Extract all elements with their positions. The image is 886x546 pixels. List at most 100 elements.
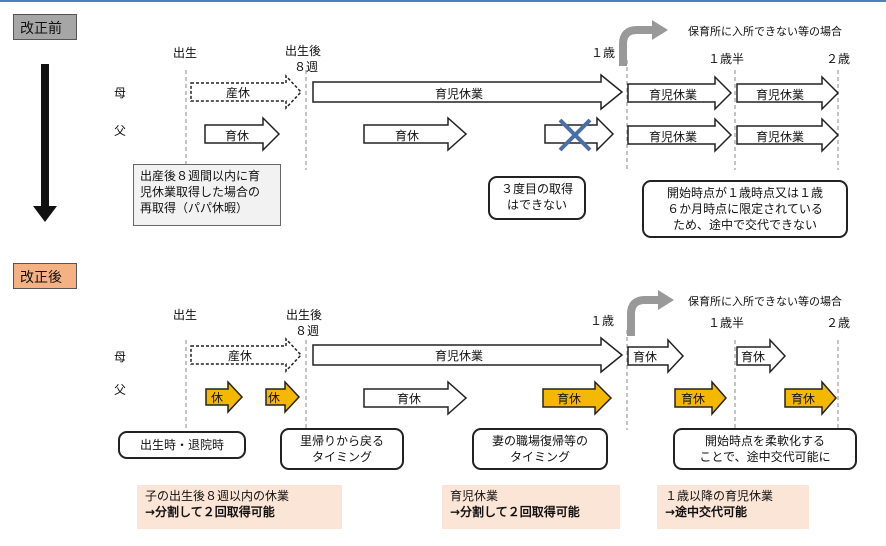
after-father-arrows — [205, 380, 837, 416]
before-birth-label: 出生 — [173, 46, 198, 60]
after-flexible-callout: 開始時点を柔軟化する ことで、途中交代可能に — [673, 428, 857, 470]
before-papa-line-1: 出産後８週間以内に育 — [140, 169, 261, 183]
after-after-birth-label-2: ８週 — [295, 324, 320, 338]
after-ikuji-main-arrow — [312, 336, 624, 374]
after-father-kyu-1 — [205, 380, 244, 414]
before-start-line-3: ため、途中で交代できない — [672, 218, 817, 232]
after-two-years-label: ２歳 — [826, 316, 851, 330]
after-wife-return-callout: 妻の職場復帰等の タイミング — [472, 428, 608, 470]
after-father-orange-2-text: 育休 — [681, 392, 706, 406]
before-after-birth-label-2: ８週 — [294, 60, 319, 74]
before-ikuji-main-text: 育児休業 — [435, 87, 484, 101]
before-papa-callout: 出産後８週間以内に育 児休業取得した場合の 再取得（パパ休暇） — [133, 164, 281, 226]
before-nursery-curved-arrow — [619, 20, 668, 66]
before-ext-mother-1-text: 育児休業 — [649, 88, 698, 102]
after-return-home-line-2: タイミング — [311, 450, 372, 464]
after-note-2-line-2: →分割して２回取得可能 — [450, 505, 580, 519]
before-ikuji-main-arrow — [312, 73, 624, 111]
before-father-arrows — [204, 116, 840, 153]
after-note-3: １歳以降の育児休業 →途中交代可能 — [657, 485, 809, 529]
before-one-year-label: １歳 — [591, 46, 616, 60]
before-timeline-lines — [185, 60, 839, 170]
after-one-half-label: １歳半 — [708, 316, 745, 330]
after-father-kyu-2 — [265, 380, 301, 414]
after-flexible-line-1: 開始時点を柔軟化する — [704, 434, 825, 448]
before-ext-mother-2 — [736, 75, 840, 111]
after-father-row-label: 父 — [114, 383, 127, 397]
before-start-line-1: 開始時点が１歳時点又は１歳 — [666, 186, 823, 200]
before-mother-row-label: 母 — [114, 86, 127, 100]
after-note-1-line-1: 子の出生後８週以内の休業 — [145, 489, 290, 503]
after-birth-discharge-callout: 出生時・退院時 — [118, 431, 246, 459]
after-birth-discharge-text: 出生時・退院時 — [139, 438, 224, 452]
before-ext-father-2 — [736, 117, 840, 153]
before-two-years-label: ２歳 — [826, 52, 851, 66]
after-note-3-line-2: →途中交代可能 — [665, 505, 748, 519]
after-nursery-curved-arrow — [627, 290, 674, 336]
after-father-orange-2 — [674, 380, 727, 416]
after-note-1: 子の出生後８週以内の休業 →分割して２回取得可能 — [137, 485, 342, 529]
after-ikuji-main-text: 育児休業 — [435, 349, 484, 363]
before-ext-father-1 — [627, 117, 733, 153]
before-father-ikukyu-2 — [363, 116, 468, 152]
before-father-ikukyu-1-text: 育休 — [225, 129, 250, 143]
after-one-year-label: １歳 — [590, 314, 615, 328]
after-return-home-line-1: 里帰りから戻る — [299, 434, 384, 448]
after-return-home-callout: 里帰りから戻る タイミング — [280, 428, 404, 470]
after-father-orange-3 — [784, 380, 837, 416]
before-papa-line-3: 再取得（パパ休暇） — [140, 201, 249, 215]
after-sankyu-text: 産休 — [228, 349, 253, 363]
before-sankyu-text: 産休 — [226, 86, 251, 100]
before-ext-mother-2-text: 育児休業 — [756, 88, 805, 102]
before-after-birth-label-1: 出生後 — [285, 44, 322, 58]
after-wife-return-line-2: タイミング — [509, 450, 570, 464]
after-father-kyu-2-text: 休 — [268, 391, 281, 405]
after-note-3-line-1: １歳以降の育児休業 — [665, 489, 774, 503]
before-section-label: 改正前 — [13, 14, 77, 40]
after-birth-label: 出生 — [173, 308, 198, 322]
after-nursery-note: 保育所に入所できない等の場合 — [688, 295, 842, 308]
after-father-orange-1-text: 育休 — [557, 392, 582, 406]
before-third-line-2: はできない — [506, 198, 567, 212]
after-father-kyu-1-text: 休 — [211, 391, 224, 405]
before-one-half-label: １歳半 — [708, 52, 745, 66]
before-father-ikukyu-1 — [204, 116, 281, 152]
before-father-row-label: 父 — [114, 124, 127, 138]
before-ext-father-1-text: 育児休業 — [649, 130, 698, 144]
before-papa-line-2: 児休業取得した場合の — [140, 185, 261, 199]
before-third-line-1: ３度目の取得 — [500, 182, 573, 196]
before-start-callout: 開始時点が１歳時点又は１歳 ６か月時点に限定されている ため、途中で交代できない — [642, 180, 848, 238]
before-father-ikukyu-2-text: 育休 — [395, 129, 420, 143]
after-section-label: 改正後 — [13, 263, 77, 289]
after-flexible-line-2: ことで、途中交代可能に — [699, 450, 831, 464]
before-start-line-2: ６か月時点に限定されている — [667, 202, 823, 216]
before-ext-father-2-text: 育児休業 — [756, 130, 805, 144]
after-father-ikukyu-text: 育休 — [397, 392, 422, 406]
cross-mark — [558, 118, 592, 152]
after-timeline-lines — [185, 330, 839, 430]
after-mother-row-label: 母 — [114, 350, 127, 364]
after-mother-arrows — [190, 336, 787, 374]
after-sankyu-arrow — [190, 337, 303, 373]
top-rule — [0, 0, 886, 2]
transition-down-arrow — [33, 64, 57, 222]
after-mother-ext-2-text: 育休 — [741, 350, 766, 364]
before-mother-arrows — [190, 73, 840, 111]
after-note-1-line-2: →分割して２回取得可能 — [145, 505, 275, 519]
after-note-2: 育児休業 →分割して２回取得可能 — [442, 485, 620, 529]
after-father-orange-1 — [542, 380, 613, 416]
after-father-orange-3-text: 育休 — [791, 392, 816, 406]
after-after-birth-label-1: 出生後 — [286, 308, 323, 322]
after-mother-ext-2 — [736, 338, 787, 374]
before-nursery-note: 保育所に入所できない等の場合 — [688, 25, 842, 38]
after-mother-ext-1-text: 育休 — [633, 350, 658, 364]
before-ext-mother-1 — [627, 75, 733, 111]
before-father-third-arrow — [544, 116, 615, 152]
after-mother-ext-1 — [627, 338, 685, 374]
after-father-ikukyu — [363, 380, 468, 416]
after-note-2-line-1: 育児休業 — [450, 489, 499, 503]
before-sankyu-arrow — [190, 74, 303, 110]
after-wife-return-line-1: 妻の職場復帰等の — [491, 434, 588, 448]
before-third-callout: ３度目の取得 はできない — [488, 176, 586, 220]
